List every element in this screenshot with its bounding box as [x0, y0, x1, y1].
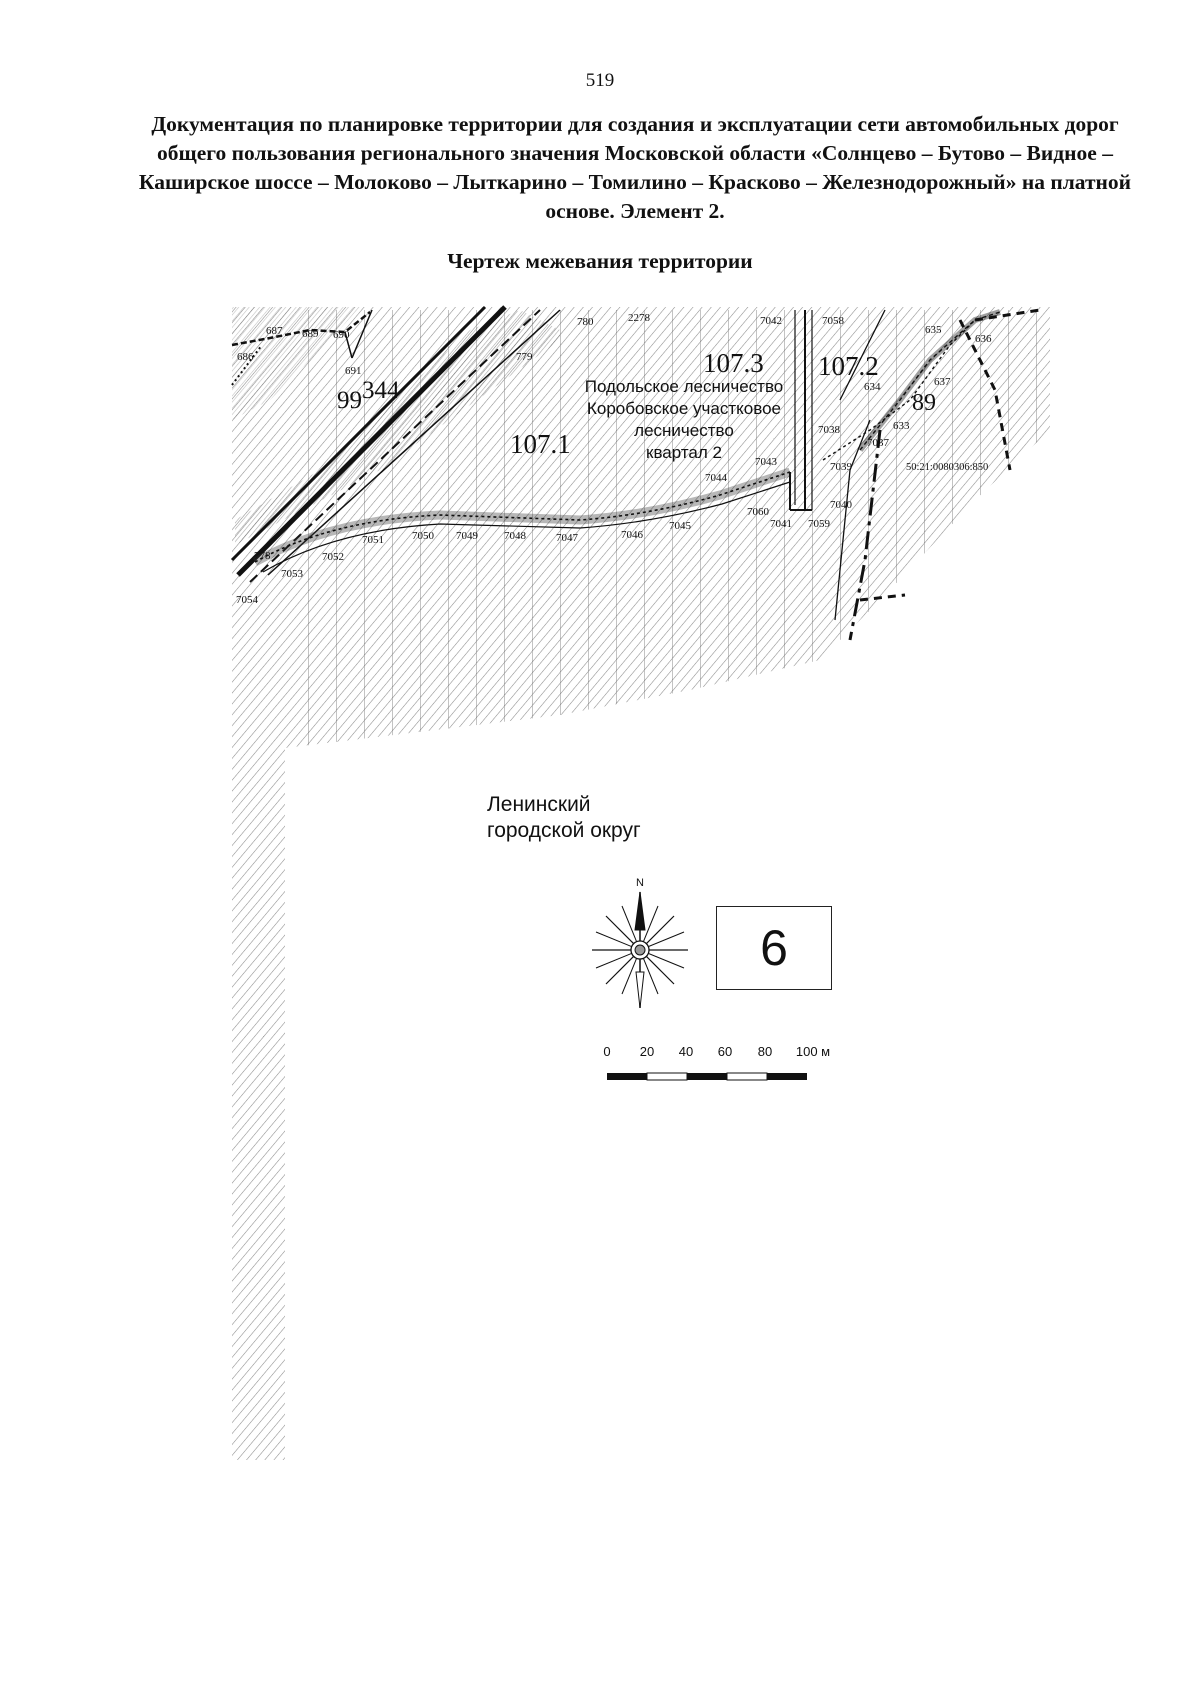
document-title: Документация по планировке территории дл… [138, 112, 1132, 223]
point-label: 7040 [830, 499, 853, 511]
upper-left-boundaries [231, 309, 373, 386]
point-label: 633 [893, 420, 910, 432]
zone-label-107-3: 107.3 [703, 348, 764, 378]
point-label: 687 [266, 325, 283, 337]
svg-text:городской округ: городской округ [487, 819, 641, 842]
sheet-number: 6 [760, 920, 788, 976]
svg-text:Ленинский: Ленинский [487, 793, 591, 816]
point-label: 637 [934, 376, 951, 388]
point-label: 636 [975, 333, 992, 345]
scale-tick-label: 40 [679, 1044, 693, 1059]
point-label: 7046 [621, 529, 644, 541]
point-label: 7054 [236, 594, 259, 606]
point-label: 7047 [556, 532, 579, 544]
cadastral-number: 50:21:0080306:850 [906, 462, 988, 473]
zone-label-99344: 99344 [337, 377, 400, 414]
point-label: 779 [516, 351, 533, 363]
plot-boundary [252, 310, 813, 573]
point-label: 634 [864, 381, 881, 393]
north-label: N [636, 877, 644, 889]
scale-bar: 0 20 40 60 80 100 м [603, 1044, 830, 1081]
point-label: 691 [345, 365, 362, 377]
point-label: 7037 [867, 437, 890, 449]
point-label: 7043 [755, 456, 778, 468]
point-label: 7045 [669, 520, 692, 532]
district-label: Ленинский городской округ [487, 793, 641, 842]
point-label: 7059 [808, 518, 831, 530]
road-corridor-lines [230, 305, 561, 583]
scale-tick-label: 0 [603, 1044, 610, 1059]
point-label: 7038 [818, 424, 841, 436]
page-number: 519 [585, 70, 615, 91]
point-label: 7049 [456, 530, 479, 542]
point-label: 7042 [760, 315, 782, 327]
zone-labels: 99344 107.1 107.3 107.2 89 [337, 348, 936, 459]
point-label: 686 [237, 351, 254, 363]
scale-tick-label: 80 [758, 1044, 772, 1059]
point-label: 7051 [362, 534, 384, 546]
scale-tick-label: 20 [640, 1044, 654, 1059]
scale-tick-label: 100 м [796, 1044, 830, 1059]
svg-text:квартал 2: квартал 2 [646, 443, 722, 462]
drawing-title: Чертеж межевания территории [447, 249, 753, 273]
scale-tick-label: 60 [718, 1044, 732, 1059]
zone-label-107-2: 107.2 [818, 351, 879, 381]
sheet-number-box: 6 [716, 906, 832, 990]
point-label: 778 [254, 550, 271, 562]
right-boundaries [822, 308, 1041, 641]
point-label: 7041 [770, 518, 792, 530]
zone-label-89: 89 [912, 390, 936, 416]
point-label: 7060 [747, 506, 770, 518]
point-label: 7044 [705, 472, 728, 484]
point-label: 7052 [322, 551, 344, 563]
forest-label: Подольское лесничество Коробовское участ… [585, 377, 784, 462]
svg-text:Коробовское участковое: Коробовское участковое [587, 399, 781, 418]
svg-text:Подольское лесничество: Подольское лесничество [585, 377, 784, 396]
point-label: 780 [577, 316, 594, 328]
point-label: 690 [333, 329, 350, 341]
point-label: 635 [925, 324, 942, 336]
svg-text:лесничество: лесничество [634, 421, 734, 440]
point-label: 7039 [830, 461, 853, 473]
point-label: 689 [302, 328, 319, 340]
point-label: 7048 [504, 530, 527, 542]
territory-hatch [232, 307, 1050, 1460]
point-labels: 687 689 690 686 691 780 2278 779 7042 70… [236, 312, 992, 606]
point-label: 7058 [822, 315, 845, 327]
compass-rose-icon: N [592, 877, 688, 1009]
point-label: 7053 [281, 568, 304, 580]
zone-label-107-1: 107.1 [510, 429, 571, 459]
point-label: 7050 [412, 530, 435, 542]
point-label: 2278 [628, 312, 651, 324]
